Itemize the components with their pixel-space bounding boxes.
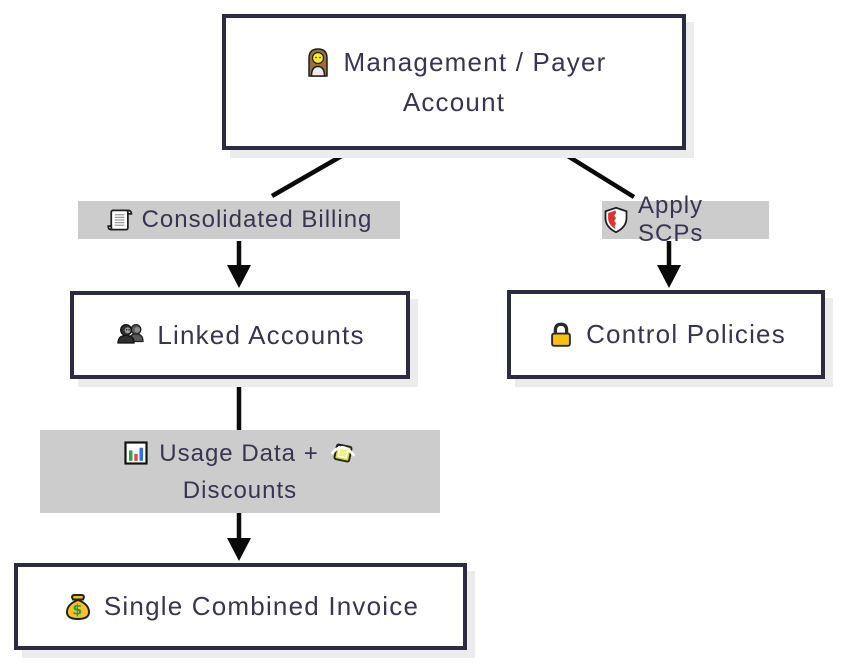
usage-discounts-label-line2: Discounts [182,476,298,504]
svg-text:$: $ [72,602,83,618]
edge-management-to-billing [270,148,354,198]
label-usage-discounts: Usage Data + Discounts [40,430,440,513]
apply-scps-label: Apply SCPs [638,192,704,247]
control-policies-label: Control Policies [586,319,786,349]
management-account-label-line2: Account [402,87,506,117]
usage-discounts-label-line1: Usage Data + [159,439,319,467]
arrowhead-scps-to-policies [657,265,681,288]
arrowhead-usage-to-invoice [227,538,251,561]
scroll-icon [106,206,134,234]
consolidated-billing-label: Consolidated Billing [141,206,373,233]
node-single-invoice: $ Single Combined Invoice [14,563,467,650]
edge-management-to-scps [556,148,636,199]
bar-chart-icon [122,439,150,467]
lock-icon [546,320,576,350]
busts-in-silhouette-icon [115,319,147,351]
node-linked-accounts: Linked Accounts [70,291,410,379]
shield-icon [602,206,630,234]
label-tag-icon [328,438,358,468]
node-management-account: Management / Payer Account [222,14,686,150]
node-control-policies: Control Policies [507,290,825,379]
arrowhead-billing-to-linked [227,265,251,288]
label-apply-scps: Apply SCPs [602,192,769,247]
linked-accounts-label: Linked Accounts [157,319,365,350]
money-bag-icon: $ [62,591,94,623]
management-account-label-line1: Management / Payer [343,47,607,77]
label-consolidated-billing: Consolidated Billing [78,201,400,239]
woman-office-worker-icon [302,46,334,78]
single-invoice-label: Single Combined Invoice [103,591,420,621]
